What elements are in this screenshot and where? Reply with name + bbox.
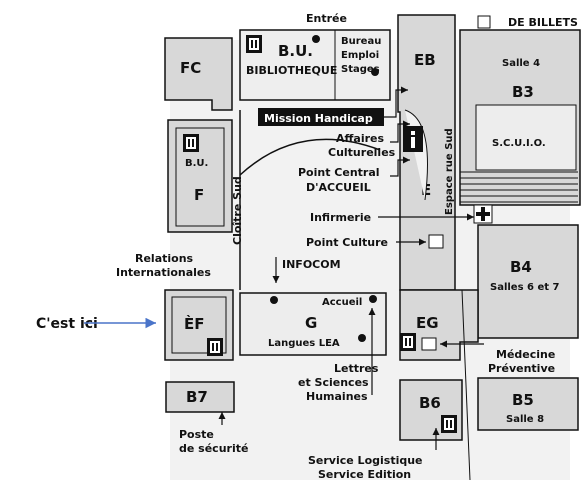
building-g (239, 292, 387, 356)
affaires-line-2: Culturelles (328, 146, 396, 159)
cloitre-label: Cloître Sud (231, 176, 244, 245)
lettres-line-2: et Sciences (298, 376, 369, 389)
medecine-line-1: Médecine (496, 348, 555, 361)
poste-line-1: Poste (179, 428, 214, 441)
building-b7 (165, 381, 235, 413)
stairs (460, 171, 578, 203)
infirmerie-label: Infirmerie (310, 211, 371, 224)
building-eg (399, 289, 479, 361)
logistique-line-2: Service Edition (318, 468, 411, 481)
building-b6-label: B6 (419, 394, 441, 412)
building-g-label: G (305, 314, 317, 332)
lettres-line-3: Humaines (306, 390, 368, 403)
bu-name: BIBLIOTHEQUE (246, 64, 337, 77)
accueil-label: Accueil (322, 297, 362, 308)
salle-4-label: Salle 4 (502, 58, 540, 69)
point-central-line-2: D'ACCUEIL (306, 181, 371, 194)
elevator-icon (441, 415, 457, 433)
lettres-line-1: Lettres (334, 362, 379, 375)
info-icon (403, 126, 423, 152)
espace-label: Espace rue Sud (444, 128, 455, 215)
building-eg-label: EG (416, 314, 439, 332)
building-f (167, 119, 233, 233)
building-b4-label: B4 (510, 258, 532, 276)
relations-line-2: Internationales (116, 266, 211, 279)
affaires-line-1: Affaires (336, 132, 385, 145)
point-culture-label: Point Culture (306, 236, 388, 249)
bu-code: B.U. (278, 42, 313, 60)
building-ef-label: ÈF (184, 314, 205, 333)
elevator-icon (246, 35, 262, 53)
building-fc (164, 37, 233, 111)
mission-handicap-badge (258, 108, 384, 126)
elevator-icon (183, 134, 199, 152)
elevator-icon (207, 338, 223, 356)
elevator-icon (400, 333, 416, 351)
medecine-line-2: Préventive (488, 362, 555, 375)
logistique-line-1: Service Logistique (308, 454, 423, 467)
bu-small-label: B.U. (185, 158, 208, 169)
cest-ici-label: C'est ici (36, 316, 98, 332)
mission-handicap-label: Mission Handicap (264, 112, 373, 125)
billets-label: DE BILLETS (508, 16, 578, 29)
bureau-line-1: Bureau (341, 36, 381, 47)
building-b5 (477, 377, 579, 431)
building-b5-label: B5 (512, 391, 534, 409)
building-fc-label: FC (180, 59, 201, 77)
point-central-line-1: Point Central (298, 166, 380, 179)
bureau-line-3: Stages (341, 64, 380, 75)
building-b3-label: B3 (512, 83, 534, 101)
b4-rooms-label: Salles 6 et 7 (490, 282, 560, 293)
building-f-label: F (194, 186, 204, 204)
entree-label: Entrée (306, 12, 347, 25)
building-b7-label: B7 (186, 388, 208, 406)
poste-line-2: de sécurité (179, 442, 248, 455)
bureau-line-2: Emploi (341, 50, 379, 61)
scuio-label: S.C.U.I.O. (492, 138, 546, 149)
building-eb-label: EB (414, 51, 436, 69)
b5-room-label: Salle 8 (506, 414, 544, 425)
infocom-label: INFOCOM (282, 258, 341, 271)
first-aid-cross-icon (473, 204, 493, 224)
relations-line-1: Relations (135, 252, 194, 265)
langues-label: Langues LEA (268, 338, 340, 349)
